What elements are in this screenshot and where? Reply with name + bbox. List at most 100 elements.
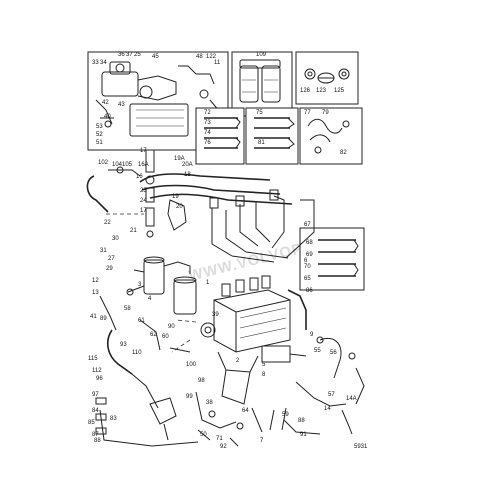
part-number-label: 43 bbox=[118, 102, 125, 108]
part-number-label: 36 bbox=[118, 52, 125, 58]
part-number-label: 83 bbox=[110, 416, 117, 422]
part-number-label: 104 bbox=[112, 162, 123, 168]
part-number-label: 105 bbox=[122, 162, 133, 168]
part-number-label: 82 bbox=[340, 150, 347, 156]
part-number-label: 4 bbox=[148, 296, 152, 302]
part-number-label: 68 bbox=[306, 240, 313, 246]
part-number-label: 16 bbox=[136, 174, 143, 180]
part-number-label: 57 bbox=[328, 392, 335, 398]
lower-left-lines bbox=[95, 295, 237, 447]
part-number-label: 61 bbox=[138, 318, 145, 324]
part-number-label: 11 bbox=[214, 60, 221, 66]
part-number-label: 37 bbox=[126, 52, 133, 58]
part-number-label: 42 bbox=[102, 100, 109, 106]
part-number-label: 51 bbox=[96, 140, 103, 146]
fuel-filters bbox=[126, 256, 197, 315]
inset-top-right bbox=[295, 51, 359, 105]
part-number-label: 59 bbox=[282, 412, 289, 418]
part-number-label: 9 bbox=[310, 332, 314, 338]
part-number-label: 84 bbox=[92, 408, 99, 414]
part-number-label: 5 bbox=[262, 362, 266, 368]
part-number-label: 23 bbox=[140, 188, 147, 194]
part-number-label: 100 bbox=[186, 362, 197, 368]
part-number-label: 88 bbox=[298, 418, 305, 424]
part-number-label: 20 bbox=[176, 204, 183, 210]
part-number-label: 41 bbox=[90, 314, 97, 320]
part-number-label: 21 bbox=[130, 228, 137, 234]
part-number-label: 48 bbox=[196, 54, 203, 60]
part-number-label: 38 bbox=[206, 400, 213, 406]
inset-middle-center bbox=[245, 107, 299, 165]
part-number-label: 60 bbox=[162, 334, 169, 340]
part-number-label: 96 bbox=[96, 376, 103, 382]
part-number-label: 85 bbox=[88, 420, 95, 426]
part-number-label: 125 bbox=[334, 88, 345, 94]
part-number-label: 3 bbox=[138, 282, 142, 288]
part-number-label: 123 bbox=[316, 88, 327, 94]
part-number-label: 77 bbox=[304, 110, 311, 116]
part-number-label: 53 bbox=[96, 124, 103, 130]
part-number-label: 126 bbox=[300, 88, 311, 94]
part-number-label: 115 bbox=[88, 356, 98, 362]
part-number-label: 20A bbox=[182, 162, 193, 168]
part-number-label: 2 bbox=[236, 358, 240, 364]
part-number-label: 73 bbox=[204, 120, 211, 126]
part-number-label: 45 bbox=[152, 54, 159, 60]
part-number-label: 58 bbox=[124, 306, 131, 312]
part-number-label: 17 bbox=[140, 208, 147, 214]
part-number-label: 19 bbox=[172, 194, 179, 200]
return-lines-right bbox=[283, 289, 365, 435]
feed-line-left bbox=[86, 166, 144, 215]
part-number-label: 70 bbox=[304, 264, 311, 270]
part-number-label: 39 bbox=[212, 312, 219, 318]
part-number-label: 98 bbox=[198, 378, 205, 384]
part-number-label: 99 bbox=[186, 394, 193, 400]
part-number-label: 92 bbox=[220, 444, 227, 450]
inset-middle-left bbox=[195, 107, 245, 165]
part-number-label: 18 bbox=[184, 172, 191, 178]
part-number-label: 67 bbox=[304, 222, 311, 228]
part-number-label: 74 bbox=[204, 130, 211, 136]
part-number-label: 13 bbox=[92, 290, 99, 296]
part-number-label: 71 bbox=[216, 436, 223, 442]
part-number-label: 31 bbox=[100, 248, 107, 254]
part-number-label: 91 bbox=[300, 432, 307, 438]
part-number-label: 40 bbox=[104, 114, 111, 120]
part-number-label: 75 bbox=[256, 110, 263, 116]
inset-middle-right bbox=[299, 107, 363, 165]
injector-and-filter-column bbox=[145, 149, 187, 238]
part-number-label: 62 bbox=[150, 332, 157, 338]
part-number-label: 110 bbox=[132, 350, 142, 356]
part-number-label: 109 bbox=[256, 52, 267, 58]
inset-right bbox=[299, 227, 365, 291]
part-number-label: 72 bbox=[204, 110, 211, 116]
part-number-label: 52 bbox=[96, 132, 103, 138]
part-number-label: 30 bbox=[112, 236, 119, 242]
part-number-label: 6 bbox=[304, 258, 308, 264]
part-number-label: 12 bbox=[92, 278, 99, 284]
part-number-label: 7 bbox=[260, 438, 264, 444]
injection-pump bbox=[171, 275, 307, 405]
part-number-label: 69 bbox=[306, 252, 313, 258]
part-number-label: 89 bbox=[100, 316, 107, 322]
part-number-label: 16A bbox=[138, 162, 149, 168]
part-number-label: 86 bbox=[306, 288, 313, 294]
part-number-label: 14A bbox=[346, 396, 357, 402]
part-number-label: 29 bbox=[106, 266, 113, 272]
part-number-label: 14 bbox=[324, 406, 331, 412]
part-number-label: 87 bbox=[92, 432, 99, 438]
part-number-label: 25 bbox=[134, 52, 141, 58]
part-number-label: 93 bbox=[120, 342, 127, 348]
part-number-label: 34 bbox=[100, 60, 107, 66]
part-number-label: 122 bbox=[206, 54, 217, 60]
part-number-label: 102 bbox=[98, 160, 109, 166]
part-number-label: 55 bbox=[314, 348, 321, 354]
part-number-label: 64 bbox=[242, 408, 249, 414]
part-number-label: 79 bbox=[322, 110, 329, 116]
part-number-label: 1 bbox=[206, 280, 210, 286]
part-number-label: 90 bbox=[168, 324, 175, 330]
part-number-label: 112 bbox=[92, 368, 102, 374]
inset-filter-top bbox=[231, 51, 293, 117]
